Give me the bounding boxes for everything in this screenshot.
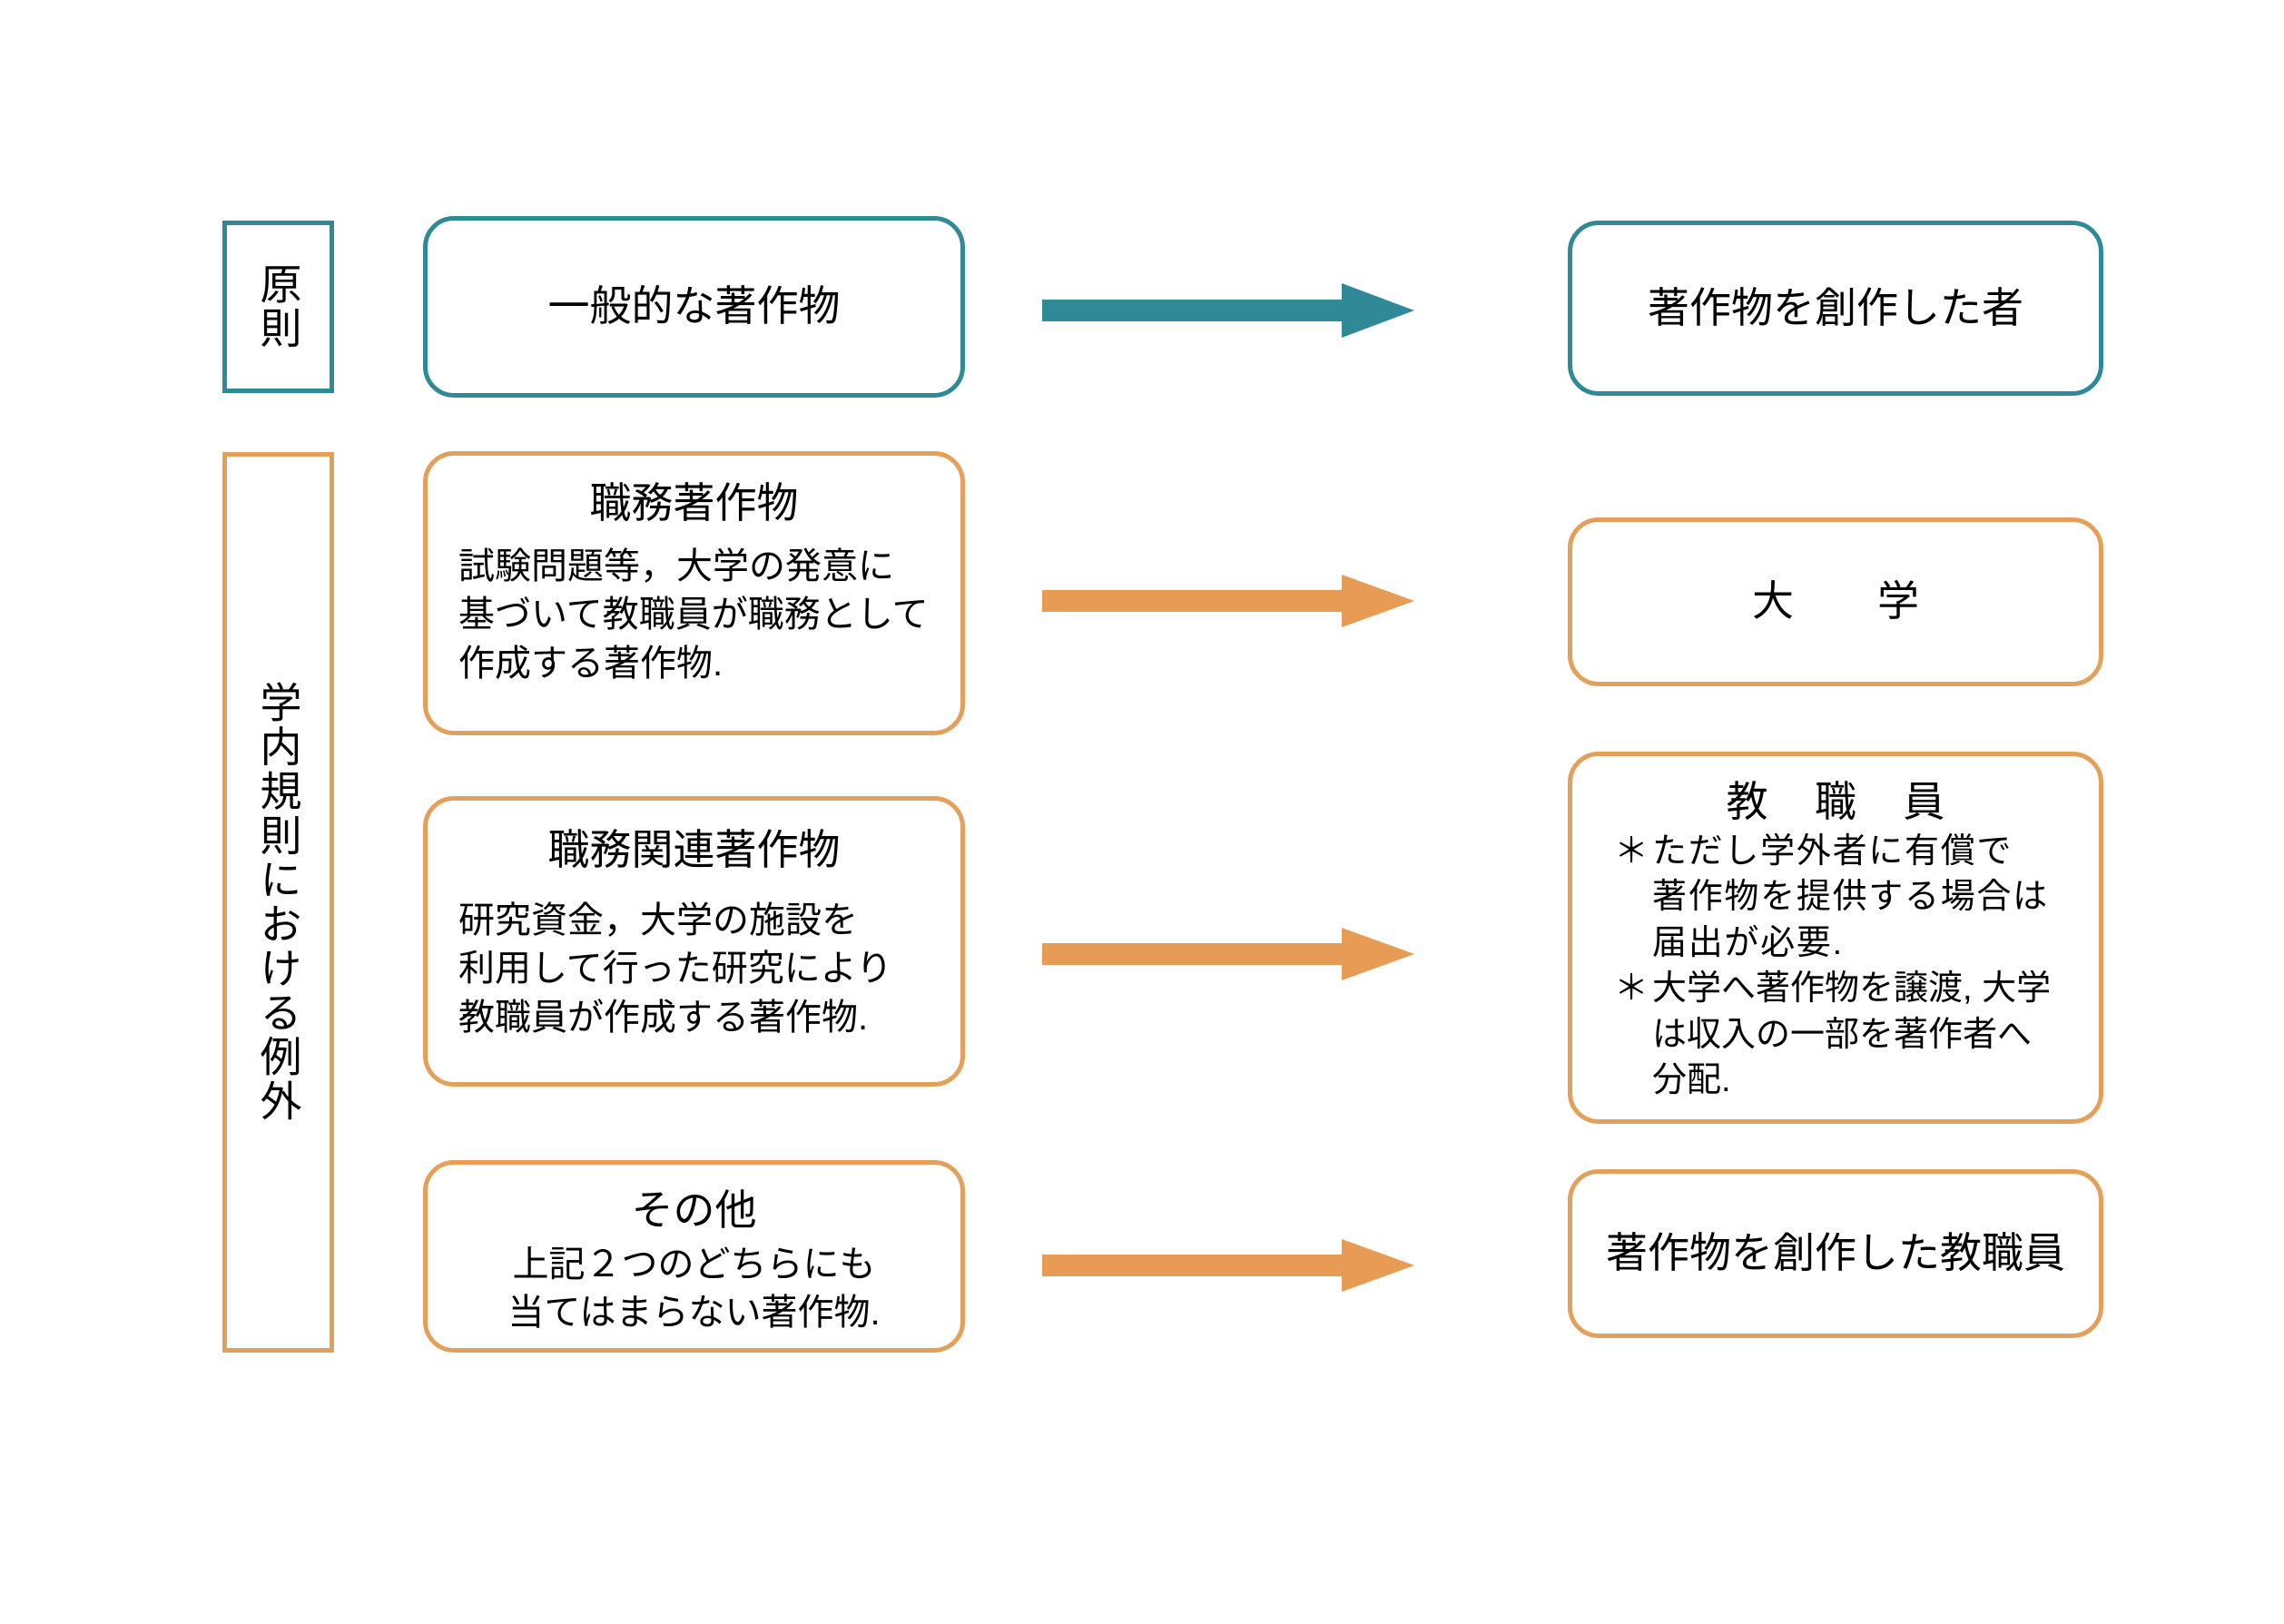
source-box-work-related-body: 研究資金，大学の施設を 利用して行った研究により 教職員が作成する著作物. [458,900,892,1038]
asterisk-icon: ＊ [1614,832,1649,871]
asterisk-icon: ＊ [1614,969,1649,1009]
arrow-row-other [1042,1239,1414,1292]
faculty-staff-note-text: 大学へ著作物を譲渡, 大学 は収入の一部を著作者へ 分配. [1652,969,2052,1100]
arrow-row-work-for-hire [1042,575,1414,627]
target-box-creator-title: 著作物を創作した者 [1648,283,2023,331]
target-box-creator-faculty[interactable]: 著作物を創作した教職員 [1568,1169,2103,1338]
target-box-university[interactable]: 大 学 [1568,517,2103,686]
source-box-other-body: 上記２つのどちらにも 当てはまらない著作物. [507,1244,881,1334]
arrow-row-general [1042,283,1414,338]
target-box-faculty-staff[interactable]: 教 職 員 ＊ ただし学外者に有償で 著作物を提供する場合は 届出が必要. ＊ … [1568,752,2103,1124]
target-box-university-title: 大 学 [1752,577,1919,625]
source-box-general-work[interactable]: 一般的な著作物 [423,216,965,398]
source-box-work-related[interactable]: 職務関連著作物 研究資金，大学の施設を 利用して行った研究により 教職員が作成す… [423,796,965,1087]
source-box-work-for-hire-body: 試験問題等，大学の発意に 基づいて教職員が職務として 作成する著作物. [458,546,929,684]
source-box-work-for-hire-title: 職務著作物 [589,479,799,527]
faculty-staff-note-list: ＊ ただし学外者に有償で 著作物を提供する場合は 届出が必要. ＊ 大学へ著作物… [1572,829,2099,1104]
group-label-exceptions-text: 学内規則における例外 [254,681,302,1124]
source-box-work-for-hire[interactable]: 職務著作物 試験問題等，大学の発意に 基づいて教職員が職務として 作成する著作物… [423,451,965,735]
faculty-staff-note-text: ただし学外者に有償で 著作物を提供する場合は 届出が必要. [1652,832,2049,962]
group-label-exceptions: 学内規則における例外 [222,452,334,1353]
source-box-work-related-title: 職務関連著作物 [547,826,841,873]
source-box-general-work-title: 一般的な著作物 [547,282,841,330]
source-box-other-title: その他 [631,1186,757,1234]
group-label-principle-text: 原則 [254,262,302,351]
target-box-creator-faculty-title: 著作物を創作した教職員 [1606,1229,2065,1277]
target-box-creator[interactable]: 著作物を創作した者 [1568,221,2103,396]
faculty-staff-note-item: ＊ 大学へ著作物を譲渡, 大学 は収入の一部を著作者へ 分配. [1614,966,2088,1104]
faculty-staff-note-item: ＊ ただし学外者に有償で 著作物を提供する場合は 届出が必要. [1614,829,2088,967]
arrow-row-work-related [1042,928,1414,980]
group-label-principle: 原則 [222,221,334,393]
source-box-other[interactable]: その他 上記２つのどちらにも 当てはまらない著作物. [423,1160,965,1353]
target-box-faculty-staff-title: 教 職 員 [1726,778,1963,825]
